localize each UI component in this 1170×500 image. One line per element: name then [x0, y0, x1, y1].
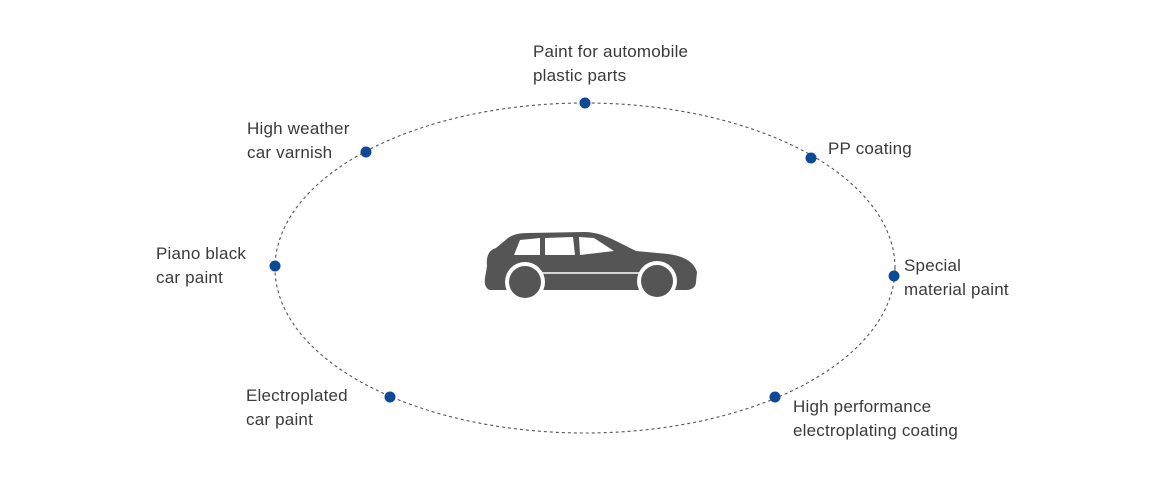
car-icon: [484, 232, 697, 302]
node-pp-coating-dot: [805, 152, 817, 164]
node-electroplated-car-paint-label: Electroplated car paint: [246, 384, 348, 432]
node-electroplated-car-paint-dot: [384, 391, 396, 403]
node-high-weather-car-varnish-label-line: car varnish: [247, 143, 333, 162]
node-piano-black-car-paint-dot: [269, 260, 281, 272]
node-paint-plastic-parts-label-line: Paint for automobile: [533, 42, 689, 61]
node-special-material-paint-label: Special material paint: [904, 254, 1009, 302]
node-special-material-paint-dot: [888, 270, 900, 282]
orbit-nodes: [269, 97, 900, 403]
node-high-performance-electroplating-label-line: High performance: [793, 397, 932, 416]
node-special-material-paint-label-line: Special: [904, 256, 962, 275]
node-piano-black-car-paint-label: Piano black car paint: [156, 242, 246, 290]
node-paint-plastic-parts-label-line: plastic parts: [533, 66, 627, 85]
node-high-weather-car-varnish-label: High weather car varnish: [247, 117, 350, 165]
node-paint-plastic-parts-label: Paint for automobile plastic parts: [533, 40, 688, 88]
node-pp-coating-label-line: PP coating: [828, 139, 912, 158]
node-piano-black-car-paint-label-line: Piano black: [156, 244, 247, 263]
node-high-performance-electroplating-label-line: electroplating coating: [793, 421, 959, 440]
node-piano-black-car-paint-label-line: car paint: [156, 268, 224, 287]
node-electroplated-car-paint-label-line: Electroplated: [246, 386, 348, 405]
node-high-performance-electroplating-dot: [769, 391, 781, 403]
node-high-weather-car-varnish-label-line: High weather: [247, 119, 350, 138]
node-electroplated-car-paint-label-line: car paint: [246, 410, 314, 429]
node-special-material-paint-label-line: material paint: [904, 280, 1009, 299]
node-paint-plastic-parts-dot: [579, 97, 591, 109]
node-pp-coating-label: PP coating: [828, 137, 912, 161]
node-high-weather-car-varnish-dot: [360, 146, 372, 158]
node-high-performance-electroplating-label: High performance electroplating coating: [793, 395, 958, 443]
